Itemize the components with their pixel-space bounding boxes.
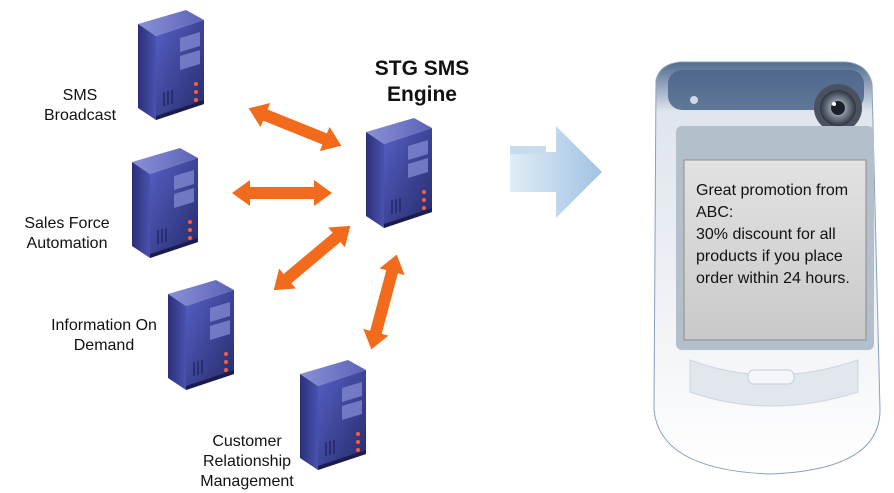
arrow-sfa-engine — [232, 180, 332, 206]
flow-arrow-to-phone — [510, 126, 602, 218]
server-information-on-demand — [167, 279, 235, 391]
mobile-phone — [653, 61, 881, 475]
engine-title: STG SMS Engine — [374, 57, 470, 106]
service-label-sales-force-automation: Sales Force Automation — [24, 215, 110, 252]
arrow-iod-engine — [265, 215, 359, 301]
server-stg-sms-engine — [365, 117, 433, 229]
service-label-sms-broadcast: SMS Broadcast — [43, 87, 117, 124]
service-label-crm: Customer Relationship Management — [200, 433, 294, 490]
arrow-crm-engine — [358, 251, 410, 353]
server-crm — [299, 359, 367, 471]
server-sms-broadcast — [137, 9, 205, 121]
arrow-broadcast-engine — [243, 96, 347, 158]
service-label-information-on-demand: Information On Demand — [51, 317, 157, 354]
sms-message-text: Great promotion from ABC: 30% discount f… — [696, 182, 850, 287]
server-sales-force-automation — [131, 147, 199, 259]
